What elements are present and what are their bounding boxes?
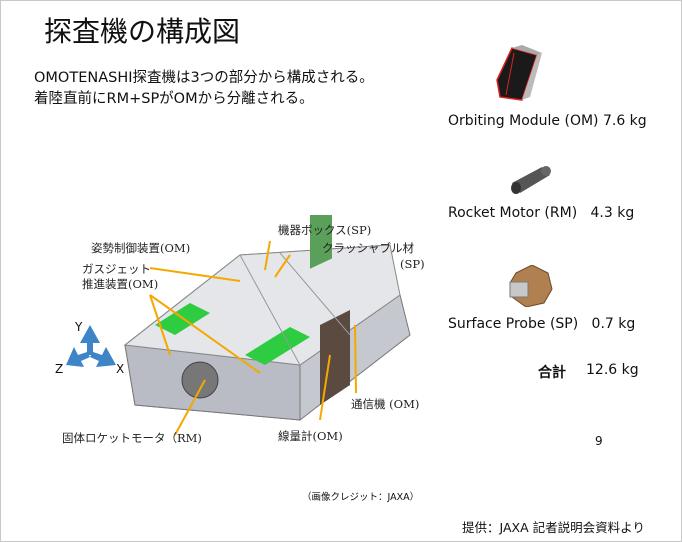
axis-icon bbox=[66, 325, 116, 367]
label-equipment-box: 機器ボックス(SP) bbox=[278, 223, 372, 237]
component-label-sp: Surface Probe (SP) 0.7 kg bbox=[448, 316, 636, 332]
surface-probe-icon bbox=[509, 265, 553, 307]
label-gas-jet-2: 推進装置(OM) bbox=[82, 277, 159, 291]
spacecraft-diagram bbox=[66, 215, 411, 436]
axis-y-label: Y bbox=[75, 320, 83, 334]
page-number: 9 bbox=[595, 434, 603, 448]
axis-z-label: Z bbox=[55, 362, 64, 376]
leader-lines bbox=[149, 240, 357, 436]
label-dosimeter: 線量計(OM) bbox=[278, 429, 343, 443]
page-title: 探査機の構成図 bbox=[44, 15, 241, 48]
label-gas-jet-1: ガスジェット bbox=[82, 262, 151, 276]
total-label: 合計 bbox=[538, 365, 566, 381]
total-value: 12.6 kg bbox=[586, 362, 639, 378]
intro-text: OMOTENASHI探査機は3つの部分から構成される。 着陸直前にRM+SPがO… bbox=[34, 68, 374, 110]
intro-line-2: 着陸直前にRM+SPがOMから分離される。 bbox=[34, 91, 314, 107]
component-label-om: Orbiting Module (OM) 7.6 kg bbox=[448, 113, 647, 129]
spacecraft-body bbox=[123, 215, 411, 422]
rocket-motor-icon bbox=[511, 166, 551, 194]
source-note: 提供：JAXA 記者説明会資料より bbox=[462, 520, 645, 535]
label-crushable-2: (SP) bbox=[400, 257, 425, 271]
component-label-rm: Rocket Motor (RM) 4.3 kg bbox=[448, 205, 635, 221]
orbiting-module-icon bbox=[496, 45, 542, 101]
label-comm: 通信機 (OM) bbox=[351, 397, 420, 411]
image-credit: （画像クレジット：JAXA） bbox=[302, 492, 420, 503]
label-crushable-1: クラッシャブル材 bbox=[322, 241, 414, 255]
label-solid-motor: 固体ロケットモータ（RM) bbox=[62, 431, 202, 445]
label-attitude-control: 姿勢制御装置(OM) bbox=[91, 241, 191, 255]
intro-line-1: OMOTENASHI探査機は3つの部分から構成される。 bbox=[34, 70, 374, 86]
axis-x-label: X bbox=[116, 362, 125, 376]
